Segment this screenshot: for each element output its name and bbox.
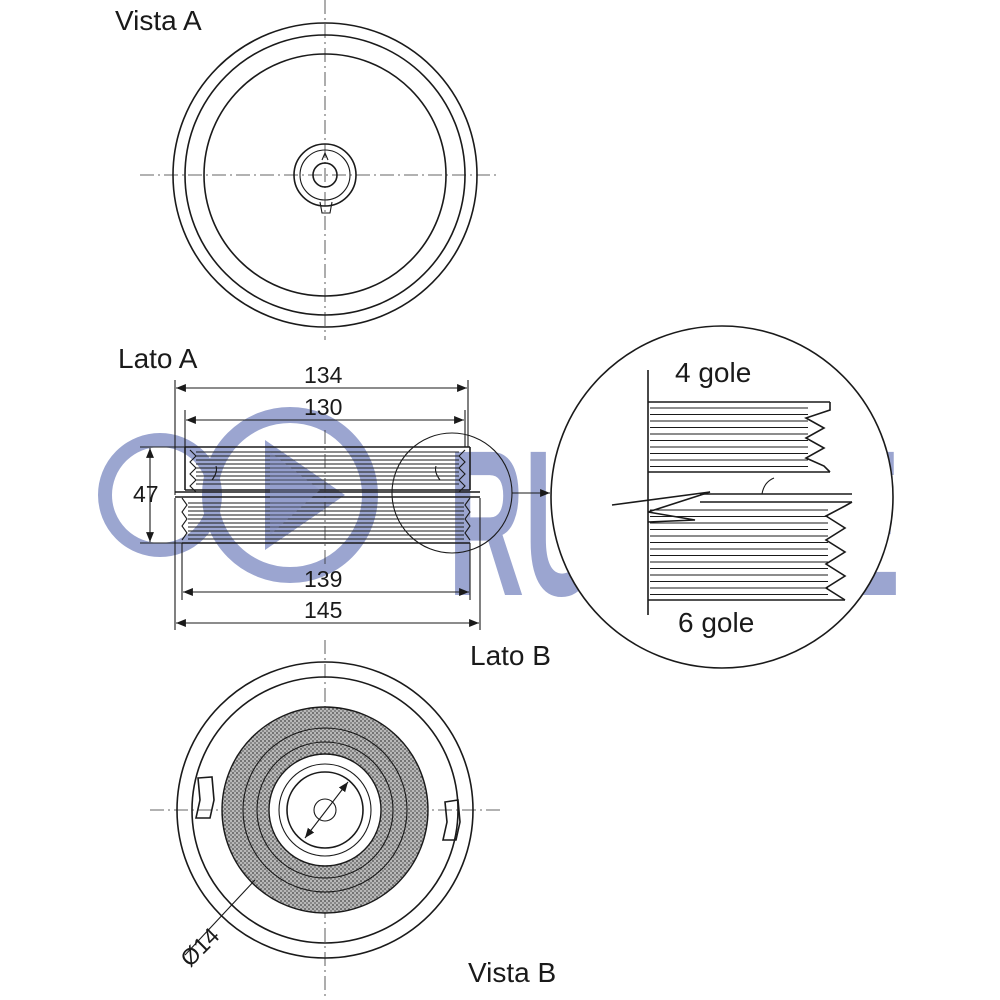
dim-145: 145 <box>304 597 342 623</box>
dimension-lines <box>140 380 481 630</box>
side-a-label: Lato A <box>118 343 198 374</box>
lower-grooves <box>188 502 464 540</box>
dim-139: 139 <box>304 566 342 592</box>
hole-diameter-label: Ø14 <box>175 922 224 971</box>
view-a-label: Vista A <box>115 5 202 36</box>
front-view-a <box>140 0 500 340</box>
lower-grooves-label: 6 gole <box>678 607 754 638</box>
upper-grooves-label: 4 gole <box>675 357 751 388</box>
view-b-label: Vista B <box>468 957 556 988</box>
dim-130: 130 <box>304 394 342 420</box>
side-b-label: Lato B <box>470 640 551 671</box>
dim-47: 47 <box>133 481 159 507</box>
rear-view-b <box>150 640 500 1000</box>
brand-logo-icon <box>98 407 378 583</box>
dim-134: 134 <box>304 362 343 388</box>
side-view-pulley <box>175 430 480 565</box>
upper-grooves <box>196 451 459 485</box>
groove-detail <box>550 325 894 669</box>
